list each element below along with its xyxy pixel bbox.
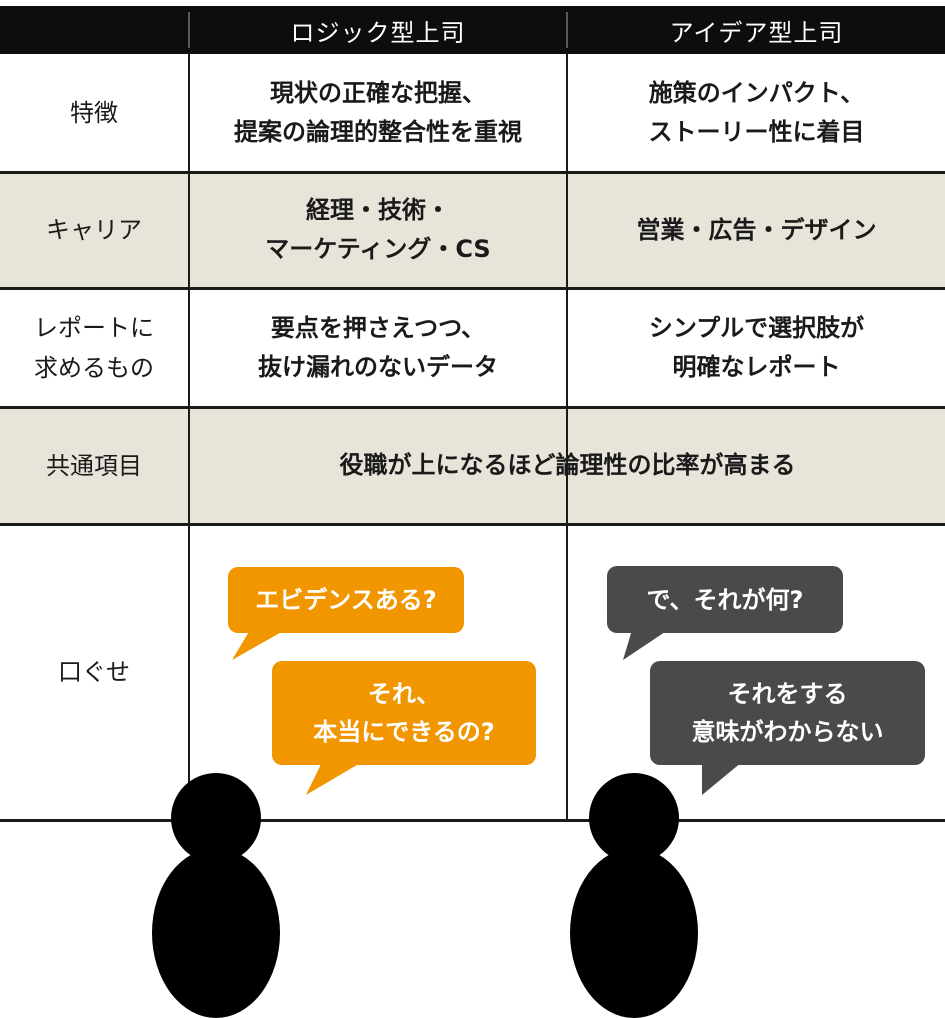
speech-bubble-so-what: で、それが何?	[607, 566, 843, 633]
row-label-common: 共通項目	[46, 451, 142, 480]
header-divider	[566, 12, 568, 48]
table-bottom-line	[0, 819, 945, 822]
row-label-phrases: 口ぐせ	[58, 658, 130, 686]
cell-idea-report: シンプルで選択肢が 明確なレポート	[648, 313, 865, 381]
cell-idea-career: 営業・広告・デザイン	[636, 215, 877, 244]
column-divider	[188, 54, 190, 820]
row-background-common	[0, 408, 945, 523]
row-divider	[0, 171, 945, 174]
row-divider	[0, 406, 945, 409]
speech-bubble-meaning: それをする 意味がわからない	[650, 661, 925, 765]
table-header: ロジック型上司 アイデア型上司	[0, 6, 945, 54]
speech-bubble-feasibility: それ、 本当にできるの?	[272, 661, 536, 765]
cell-logic-career: 経理・技術・ マーケティング・CS	[265, 196, 491, 263]
header-divider	[188, 12, 190, 48]
cell-logic-report: 要点を押さえつつ、 抜け漏れのないデータ	[258, 313, 498, 381]
column-header-logic: ロジック型上司	[290, 18, 466, 47]
row-background-career	[0, 173, 945, 287]
cell-logic-features: 現状の正確な把握、 提案の論理的整合性を重視	[234, 78, 522, 146]
row-label-report: レポートに 求めるもの	[34, 313, 154, 382]
speech-bubble-evidence: エビデンスある?	[228, 567, 464, 633]
column-header-idea: アイデア型上司	[669, 18, 844, 47]
row-divider	[0, 523, 945, 526]
cell-idea-features: 施策のインパクト、 ストーリー性に着目	[648, 78, 865, 146]
row-label-features: 特徴	[70, 98, 118, 127]
column-divider	[566, 54, 568, 820]
row-label-career: キャリア	[46, 216, 142, 244]
row-divider	[0, 287, 945, 290]
